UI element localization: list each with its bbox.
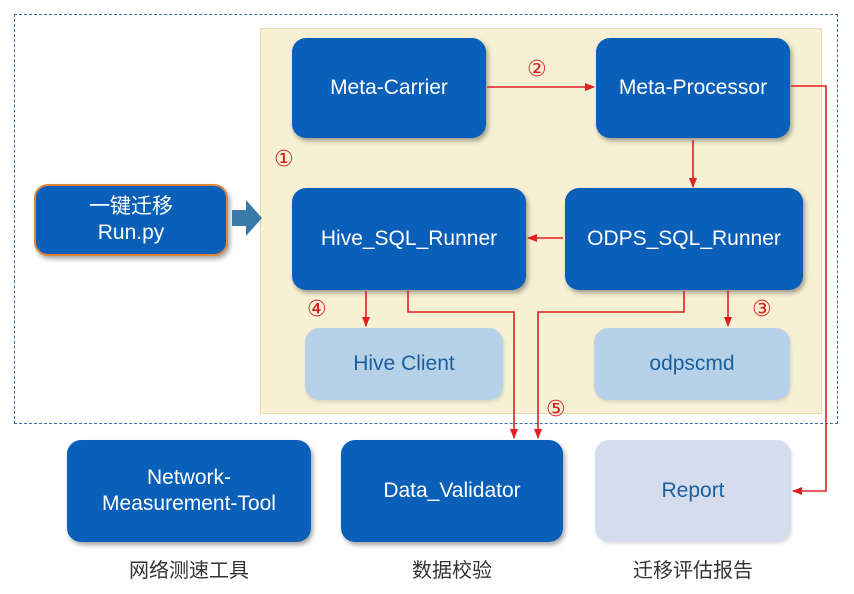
meta-carrier-label: Meta-Carrier (330, 76, 448, 99)
step-2-marker: ② (527, 56, 547, 81)
step-1-marker: ① (274, 146, 294, 171)
step-3-marker: ③ (752, 296, 772, 321)
run-py-title: 一键迁移 (89, 195, 173, 218)
odpscmd-node: odpscmd (594, 328, 790, 400)
data-validator-caption: 数据校验 (412, 560, 492, 582)
data-validator-label: Data_Validator (383, 479, 521, 502)
data-validator-node: Data_Validator (341, 440, 563, 542)
meta-processor-label: Meta-Processor (618, 76, 768, 99)
odps-sql-runner-node: ODPS_SQL_Runner (565, 188, 803, 290)
network-tool-line1: Network- (146, 466, 231, 489)
run-py-node: 一键迁移 Run.py (34, 184, 228, 256)
arrow-odps-runner-to-validator (534, 291, 685, 439)
report-caption: 迁移评估报告 (633, 560, 753, 582)
meta-processor-node: Meta-Processor (596, 38, 790, 138)
arrow-processor-to-report (791, 85, 827, 495)
entry-arrow-icon (232, 200, 262, 236)
network-measurement-tool-node: Network- Measurement-Tool (67, 440, 311, 542)
migration-scope-frame (14, 14, 838, 424)
hive-sql-runner-label: Hive_SQL_Runner (320, 227, 498, 250)
hive-client-node: Hive Client (305, 328, 503, 400)
network-tool-caption: 网络测速工具 (129, 560, 249, 582)
step-4-marker: ④ (307, 296, 327, 321)
run-py-script: Run.py (97, 221, 165, 244)
network-tool-line2: Measurement-Tool (102, 492, 276, 515)
step-5-marker: ⑤ (546, 396, 566, 421)
hive-client-label: Hive Client (353, 352, 455, 375)
hive-sql-runner-node: Hive_SQL_Runner (292, 188, 526, 290)
report-node: Report (595, 440, 791, 542)
odpscmd-label: odpscmd (649, 352, 735, 375)
report-label: Report (661, 479, 725, 502)
arrow-hive-runner-to-validator (407, 291, 518, 439)
meta-carrier-node: Meta-Carrier (292, 38, 486, 138)
odps-sql-runner-label: ODPS_SQL_Runner (587, 227, 781, 250)
